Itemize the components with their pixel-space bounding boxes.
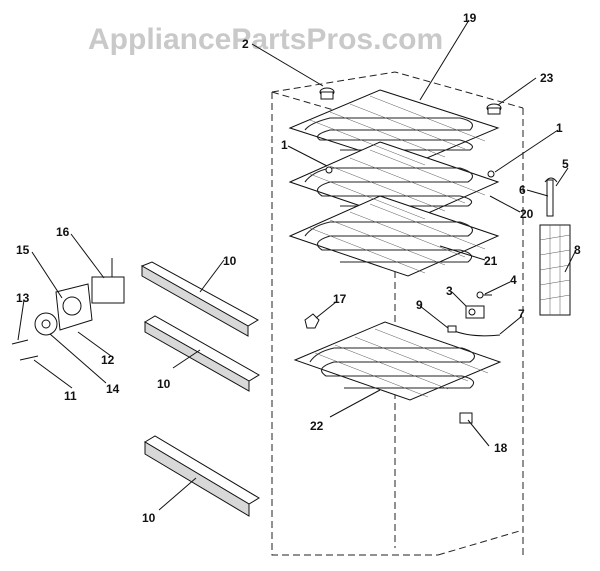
rail-10-bottom [144, 435, 260, 517]
callout-5: 5 [562, 157, 569, 171]
callout-20: 20 [520, 207, 534, 221]
callout-14: 14 [106, 382, 120, 396]
callout-4: 4 [510, 273, 517, 287]
callout-18: 18 [494, 441, 508, 455]
grommet-23 [486, 103, 502, 115]
rail-10-middle [144, 315, 260, 392]
callout-13: 13 [16, 291, 30, 305]
clip-5-6 [544, 177, 558, 217]
callout-6: 6 [519, 183, 526, 197]
sensor-wire-7-9 [447, 325, 501, 337]
callout-15: 15 [16, 243, 30, 257]
clip-17 [304, 313, 320, 329]
callout-10-middle: 10 [157, 377, 171, 391]
callout-1-right: 1 [556, 121, 563, 135]
callout-19: 19 [463, 11, 477, 25]
shelf-grid-lines [309, 95, 489, 398]
screw-1-right [487, 170, 495, 178]
rail-10-top [140, 261, 260, 337]
grommet-2 [319, 87, 335, 100]
callout-10-top: 10 [223, 254, 237, 268]
thermostat-3 [465, 305, 485, 319]
callout-10-bottom: 10 [142, 511, 156, 525]
callout-3: 3 [446, 284, 453, 298]
callout-labels: 2 19 23 1 1 5 6 8 20 21 4 3 9 7 17 18 22… [16, 11, 581, 525]
callout-12: 12 [101, 353, 115, 367]
callout-23: 23 [540, 71, 554, 85]
callout-1-left: 1 [281, 138, 288, 152]
watermark-text: AppliancePartsPros.com [88, 23, 443, 56]
callout-16: 16 [56, 225, 70, 239]
callout-8: 8 [574, 243, 581, 257]
callout-21: 21 [484, 254, 498, 268]
leader-lines [17, 19, 576, 511]
callout-22: 22 [310, 419, 324, 433]
screw-1-left [325, 166, 333, 174]
callout-7: 7 [518, 307, 525, 321]
coil-shelf-21 [288, 195, 500, 277]
callout-17: 17 [333, 292, 347, 306]
bracket-8 [539, 224, 571, 316]
fan-motor-assembly [11, 258, 125, 361]
callout-2: 2 [242, 37, 249, 51]
screw-4 [476, 291, 492, 299]
callout-11: 11 [64, 389, 77, 403]
clip-18 [459, 412, 473, 424]
callout-9: 9 [416, 298, 423, 312]
coil-shelf-22 [293, 321, 502, 401]
